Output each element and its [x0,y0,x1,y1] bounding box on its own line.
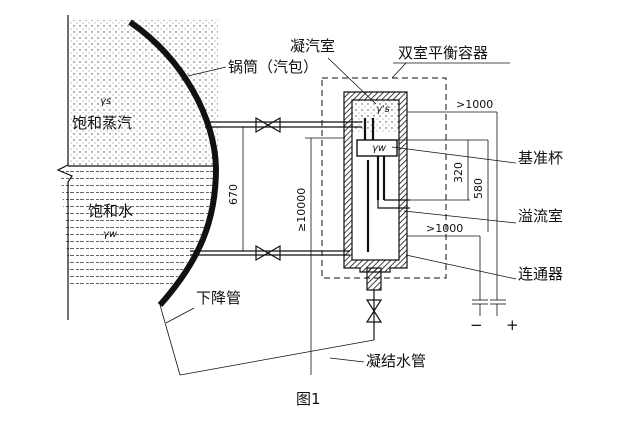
drain-valve [365,299,383,323]
dimension-670-text: 670 [227,184,240,205]
dual-chamber-leader [391,62,407,79]
dimension-670: 670 [227,126,248,252]
dimension-580-text: 580 [472,178,485,199]
dimension-10000-text: ≥10000 [295,188,308,232]
downcomer-leader [165,307,195,324]
bottom-1000-text: >1000 [426,222,463,235]
plus-sign: + [506,316,519,334]
reference-cup-leader [391,146,517,164]
drum-label: 锅筒（汽包） [228,58,318,76]
drum-break-line [56,15,73,320]
drum-gamma-s: γs [100,96,111,107]
inner-downtube-bend [377,200,410,209]
overflow-chamber-leader [403,210,517,224]
figure-caption: 图1 [296,390,321,408]
vessel-gamma-s: γ's [376,104,390,115]
drum: γs 饱和蒸汽 饱和水 γw [56,15,220,320]
water-valve [255,244,281,262]
drum-shell [128,19,220,307]
drum-gamma-w: γw [103,229,118,240]
condense-chamber-label: 凝汽室 [290,37,335,55]
connector-leader [405,254,517,280]
steam-valve [255,116,281,134]
connector-label: 连通器 [518,265,563,283]
vessel-bottom-nozzle [366,267,382,291]
downcomer-line [159,304,181,376]
drum-water-space [60,166,216,290]
overflow-chamber-label: 溢流室 [518,207,563,225]
reference-cup-label: 基准杯 [518,149,563,167]
top-1000-text: >1000 [456,98,493,111]
condensate-pipe-label: 凝结水管 [366,352,426,370]
steam-pipe [205,116,346,134]
condensate-leader [329,357,365,363]
condensate-pipe-line [179,339,375,376]
transmitter-taps [472,299,506,316]
vessel-gamma-w: γw [372,143,387,154]
dimension-10000: ≥10000 [295,137,345,375]
dual-chamber-label: 双室平衡容器 [398,44,488,62]
drum-leader [187,66,227,77]
saturated-steam-label: 饱和蒸汽 [72,114,132,132]
vessel-body: γ's γw [343,91,410,340]
saturated-water-label: 饱和水 [88,202,133,220]
downcomer-label: 下降管 [196,289,241,307]
vessel-dashed-boundary [321,77,447,279]
vessel-wall [343,91,408,273]
minus-sign: − [470,316,483,334]
dimension-320-text: 320 [452,162,465,183]
water-pipe [190,244,350,262]
